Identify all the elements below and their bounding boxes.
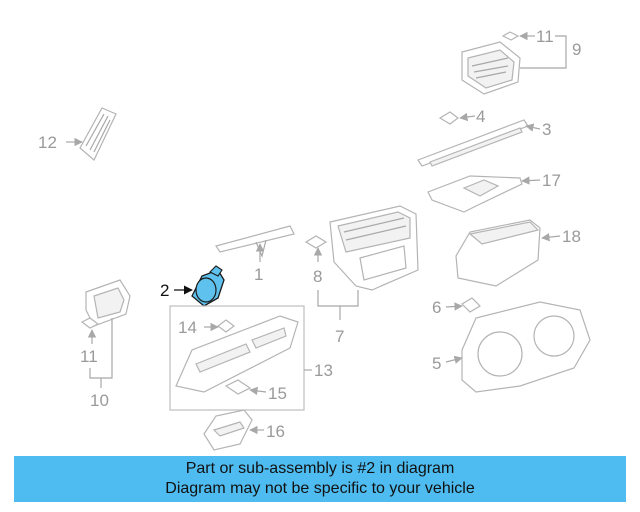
- label-2: 2: [160, 281, 169, 300]
- label-10: 10: [90, 391, 109, 410]
- part-2-highlighted[interactable]: [191, 265, 225, 307]
- part-14-clip[interactable]: [217, 319, 235, 333]
- part-11-clip-top[interactable]: [501, 31, 520, 41]
- part-13-lower-panel[interactable]: [175, 315, 299, 393]
- label-12: 12: [38, 133, 57, 152]
- label-8: 8: [313, 267, 322, 286]
- part-3-trim-strip[interactable]: [417, 119, 529, 167]
- label-11-top: 11: [536, 27, 554, 46]
- part-18-module[interactable]: [455, 219, 541, 287]
- parts-diagram: 11 9 4 3 12 17 1 8 7: [38, 27, 591, 451]
- label-18: 18: [562, 227, 581, 246]
- part-7-center-console[interactable]: [329, 205, 419, 291]
- label-1: 1: [254, 265, 263, 284]
- label-4: 4: [476, 107, 485, 126]
- label-16: 16: [266, 422, 285, 441]
- part-4-clip[interactable]: [438, 111, 459, 125]
- banner-line-2: Diagram may not be specific to your vehi…: [165, 480, 475, 497]
- part-16-glove-box[interactable]: [203, 409, 253, 451]
- label-6: 6: [432, 298, 441, 317]
- part-10-left-vent[interactable]: [85, 279, 131, 327]
- part-11-clip-left[interactable]: [80, 317, 100, 329]
- label-17: 17: [542, 171, 561, 190]
- banner-line-1: Part or sub-assembly is #2 in diagram: [185, 460, 455, 477]
- part-17-bracket[interactable]: [427, 175, 523, 213]
- part-8-clip[interactable]: [304, 235, 328, 249]
- info-banner: Part or sub-assembly is #2 in diagram Di…: [14, 456, 626, 502]
- label-5: 5: [432, 354, 441, 373]
- part-9-center-vent[interactable]: [461, 41, 521, 95]
- label-15: 15: [268, 384, 287, 403]
- label-3: 3: [542, 120, 551, 139]
- label-11-left: 11: [80, 347, 98, 366]
- label-9: 9: [572, 40, 581, 59]
- part-6-clip[interactable]: [461, 297, 481, 313]
- part-1-dash-strip[interactable]: [215, 225, 295, 258]
- part-12-side-vent[interactable]: [79, 107, 117, 161]
- part-15-clip[interactable]: [224, 379, 252, 395]
- label-14: 14: [178, 318, 197, 337]
- label-13: 13: [314, 361, 333, 380]
- label-7: 7: [335, 327, 344, 346]
- part-5-instrument-cluster[interactable]: [461, 301, 591, 393]
